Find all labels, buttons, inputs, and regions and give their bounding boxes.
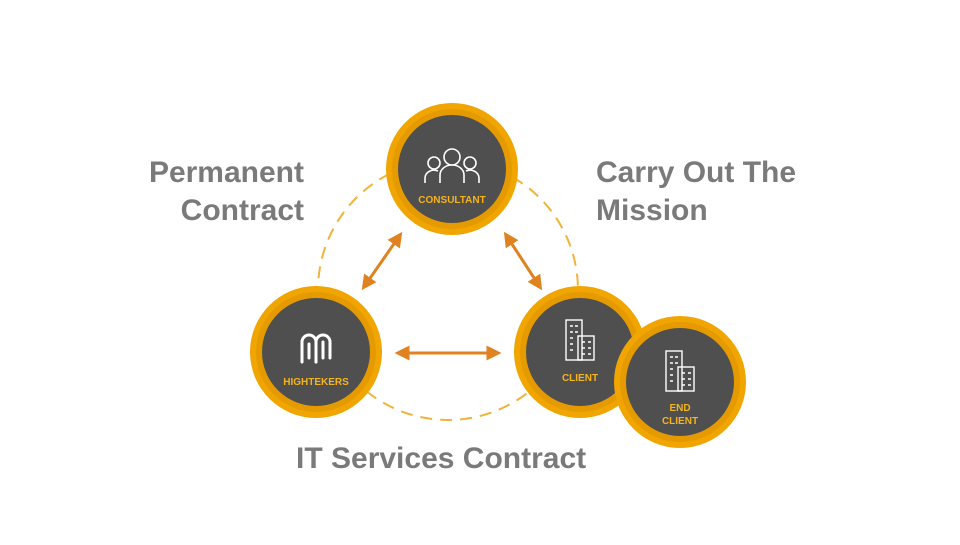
carry-out-mission-label: Carry Out The Mission [596,154,836,230]
end-client-label-line1: END [669,403,690,414]
permanent-contract-line2: Contract [180,194,304,227]
it-services-contract-label: IT Services Contract [296,442,587,475]
permanent-contract-label: Permanent Contract [84,154,304,230]
buildings-icon [565,319,595,361]
end-client-node: END CLIENT [614,316,746,448]
buildings-icon [665,350,695,392]
client-node: CLIENT [514,286,646,418]
arrow-consultant-client [503,231,543,291]
people-group-icon [424,148,480,183]
consultant-node: CONSULTANT [386,103,518,235]
hightekers-label: HIGHTEKERS [283,377,349,388]
consultant-label: CONSULTANT [418,195,485,206]
hightekers-node: HIGHTEKERS [250,286,382,418]
carry-out-mission-line2: Mission [596,194,708,227]
hightekers-logo-icon [300,333,332,364]
end-client-label-line2: CLIENT [662,416,698,427]
client-label: CLIENT [562,373,598,384]
arrow-consultant-hightekers [361,231,403,291]
permanent-contract-line1: Permanent [148,156,304,189]
carry-out-mission-line1: Carry Out The [596,156,797,189]
